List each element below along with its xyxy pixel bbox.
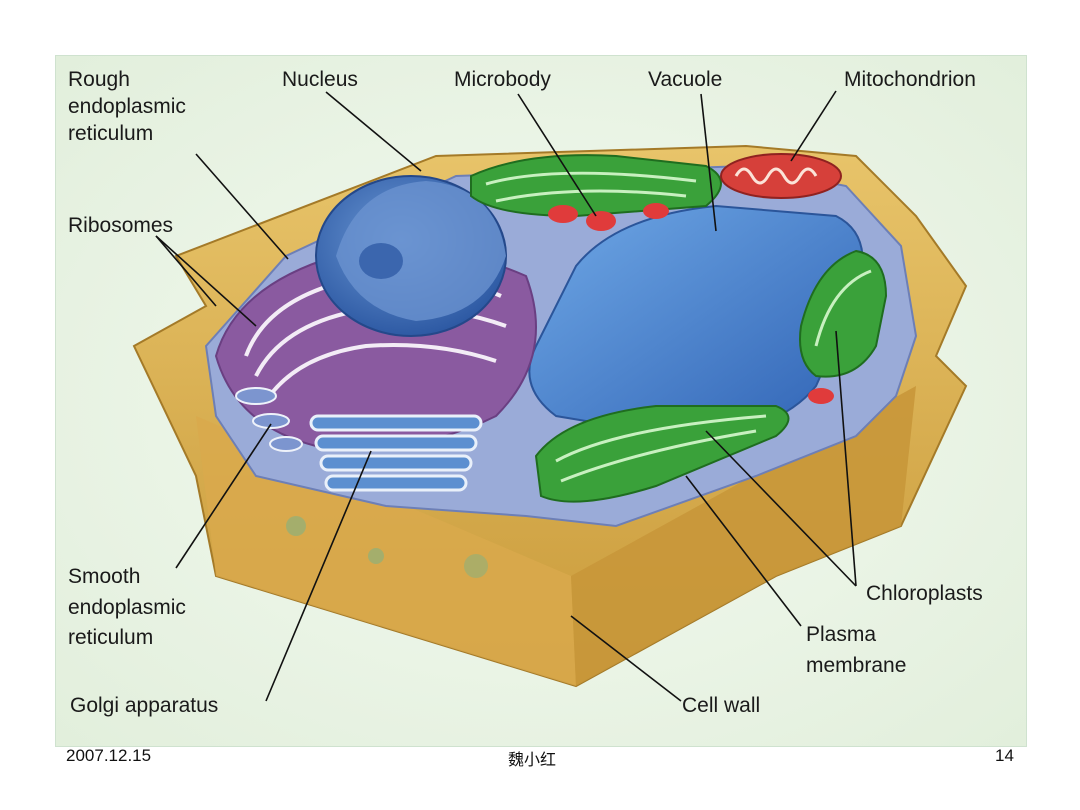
vesicle: [464, 554, 488, 578]
smooth-er: [235, 387, 303, 452]
chloroplast-top: [470, 154, 722, 218]
label-smooth-er-line2: endoplasmic: [68, 596, 186, 619]
cell-wall-side-face: [571, 386, 916, 686]
label-vacuole: Vacuole: [648, 68, 722, 91]
er-lamella-3: [264, 343, 497, 403]
label-smooth-er-line1: Smooth: [68, 565, 140, 588]
microbodies: [548, 203, 669, 231]
label-rough-er-line3: reticulum: [68, 122, 153, 145]
label-nucleus: Nucleus: [282, 68, 358, 91]
label-rough-er-line1: Rough: [68, 68, 130, 91]
label-ribosomes: Ribosomes: [68, 214, 173, 237]
label-cell-wall: Cell wall: [682, 694, 760, 717]
footer-page-number: 14: [995, 746, 1014, 765]
label-golgi: Golgi apparatus: [70, 694, 218, 717]
nucleolus: [359, 243, 403, 279]
golgi-apparatus: [309, 414, 483, 492]
leader-lines: [155, 90, 857, 702]
label-microbody: Microbody: [454, 68, 551, 91]
footer-author: 魏小红: [508, 750, 557, 769]
label-chloroplasts: Chloroplasts: [866, 582, 983, 605]
plant-cell-figure: Rough endoplasmic reticulum Nucleus Micr…: [55, 55, 1027, 747]
label-plasma-membrane-line2: membrane: [806, 654, 906, 677]
microbody-right: [808, 388, 834, 404]
vesicle: [286, 516, 306, 536]
nucleoplasm: [336, 181, 506, 321]
footer-date: 2007.12.15: [66, 746, 152, 765]
chloroplast-right: [799, 249, 888, 378]
plant-cell-diagram: Rough endoplasmic reticulum Nucleus Micr…: [56, 56, 1026, 746]
chloroplast-bottom: [534, 405, 790, 503]
label-mitochondrion: Mitochondrion: [844, 68, 976, 91]
mitochondrion: [720, 153, 842, 199]
label-plasma-membrane-line1: Plasma: [806, 623, 876, 646]
label-rough-er-line2: endoplasmic: [68, 95, 186, 118]
vesicle: [368, 548, 384, 564]
label-smooth-er-line3: reticulum: [68, 626, 153, 649]
